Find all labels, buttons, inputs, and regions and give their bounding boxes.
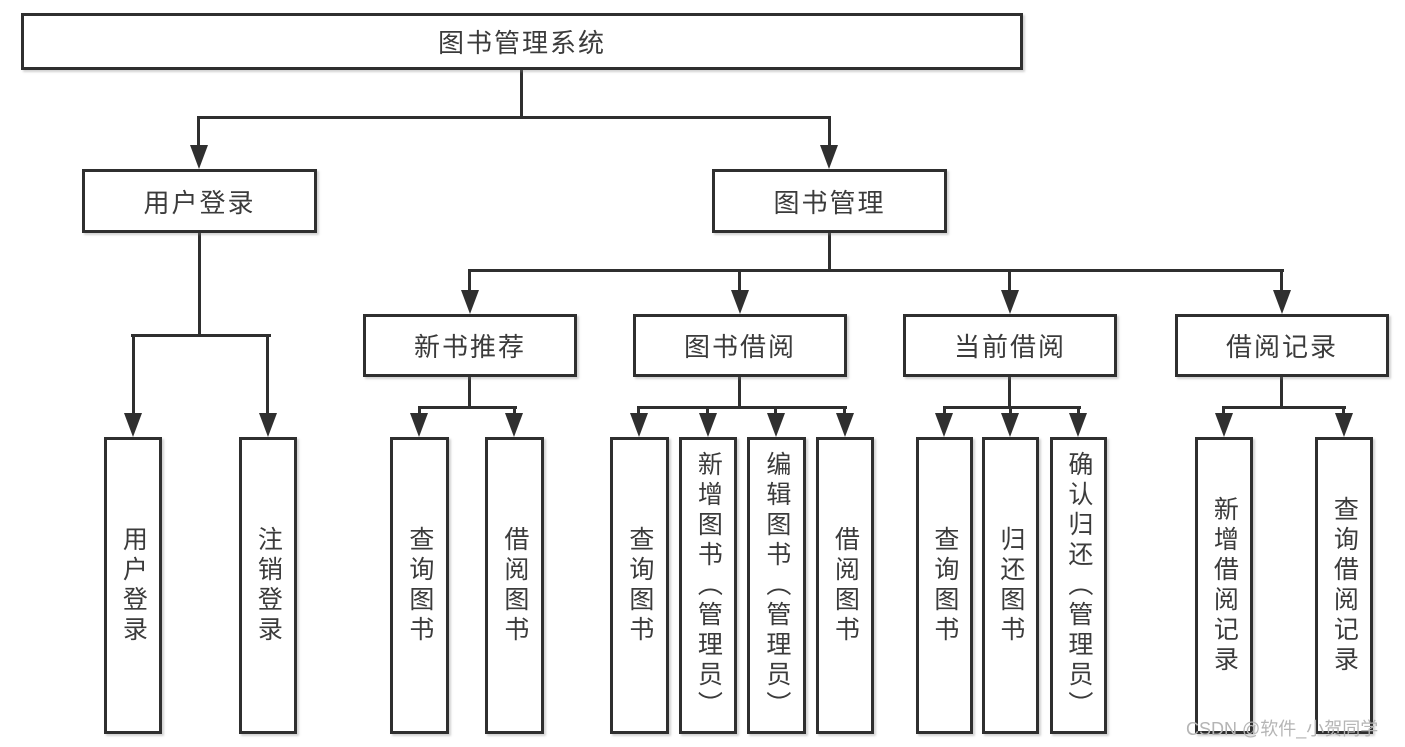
- connector-hline: [418, 406, 517, 409]
- connector-vline: [828, 116, 831, 146]
- connector-hline: [197, 116, 831, 119]
- leaf-query-borrow-record-label: 查询借阅记录: [1330, 495, 1359, 676]
- arrowhead: [1001, 290, 1019, 314]
- connector-vline: [738, 272, 741, 292]
- arrowhead: [124, 413, 142, 437]
- node-book-management: 图书管理: [712, 169, 947, 233]
- leaf-add-borrow-record: 新增借阅记录: [1195, 437, 1253, 734]
- leaf-borrow-book: 借阅图书: [816, 437, 874, 734]
- connector-vline: [1008, 272, 1011, 292]
- arrowhead: [1335, 413, 1353, 437]
- leaf-borrow-book-label: 借阅图书: [831, 525, 860, 646]
- arrowhead: [630, 413, 648, 437]
- arrowhead: [1215, 413, 1233, 437]
- node-borrow-record-label: 借阅记录: [1225, 332, 1338, 362]
- connector-vline: [266, 337, 269, 414]
- leaf-add-book-admin-label: 新增图书（管理员）: [694, 450, 723, 721]
- connector-hline: [1222, 406, 1346, 409]
- connector-vline: [1280, 377, 1283, 409]
- leaf-add-book-admin: 新增图书（管理员）: [679, 437, 737, 734]
- connector-hline: [468, 269, 1284, 272]
- node-user-login-label: 用户登录: [143, 187, 256, 218]
- arrowhead: [1273, 290, 1291, 314]
- arrowhead: [505, 413, 523, 437]
- leaf-logout-label: 注销登录: [254, 525, 283, 646]
- node-borrow-record: 借阅记录: [1175, 314, 1389, 377]
- connector-vline: [132, 337, 135, 414]
- arrowhead: [935, 413, 953, 437]
- arrowhead: [190, 145, 208, 169]
- connector-vline: [198, 233, 201, 337]
- leaf-user-login-label: 用户登录: [119, 525, 148, 646]
- node-root-label: 图书管理系统: [437, 28, 606, 58]
- leaf-logout: 注销登录: [239, 437, 297, 734]
- connector-hline: [131, 334, 271, 337]
- leaf-confirm-return-admin-label: 确认归还（管理员）: [1064, 450, 1093, 721]
- node-book-borrow-label: 图书借阅: [683, 332, 796, 362]
- leaf-confirm-return-admin: 确认归还（管理员）: [1050, 437, 1107, 734]
- arrowhead: [699, 413, 717, 437]
- connector-vline: [468, 272, 471, 292]
- leaf-query-book: 查询图书: [610, 437, 669, 734]
- connector-vline: [468, 377, 471, 409]
- leaf-add-borrow-record-label: 新增借阅记录: [1210, 495, 1239, 676]
- node-book-borrow: 图书借阅: [633, 314, 847, 377]
- connector-hline: [637, 406, 847, 409]
- leaf-borrow-book-recommend-label: 借阅图书: [500, 525, 529, 646]
- leaf-query-book-label: 查询图书: [625, 525, 654, 646]
- leaf-edit-book-admin: 编辑图书（管理员）: [747, 437, 806, 734]
- connector-vline: [1008, 377, 1011, 409]
- node-user-login: 用户登录: [82, 169, 317, 233]
- leaf-query-book-recommend: 查询图书: [390, 437, 449, 734]
- arrowhead: [767, 413, 785, 437]
- leaf-return-book: 归还图书: [982, 437, 1039, 734]
- node-current-borrow-label: 当前借阅: [953, 332, 1066, 362]
- leaf-borrow-book-recommend: 借阅图书: [485, 437, 544, 734]
- arrowhead: [836, 413, 854, 437]
- connector-vline: [197, 116, 200, 146]
- node-current-borrow: 当前借阅: [903, 314, 1117, 377]
- connector-vline: [1280, 272, 1283, 292]
- arrowhead: [820, 145, 838, 169]
- connector-hline: [943, 406, 1081, 409]
- arrowhead: [259, 413, 277, 437]
- node-root: 图书管理系统: [21, 13, 1023, 70]
- leaf-query-current-book: 查询图书: [916, 437, 973, 734]
- node-book-management-label: 图书管理: [773, 187, 886, 218]
- connector-vline: [828, 233, 831, 272]
- arrowhead: [1001, 413, 1019, 437]
- leaf-return-book-label: 归还图书: [996, 525, 1025, 646]
- leaf-edit-book-admin-label: 编辑图书（管理员）: [762, 450, 791, 721]
- leaf-query-current-book-label: 查询图书: [930, 525, 959, 646]
- node-new-book-recommend: 新书推荐: [363, 314, 577, 377]
- arrowhead: [1069, 413, 1087, 437]
- connector-vline: [520, 70, 523, 119]
- connector-vline: [738, 377, 741, 409]
- leaf-user-login: 用户登录: [104, 437, 162, 734]
- node-new-book-recommend-label: 新书推荐: [413, 332, 526, 362]
- leaf-query-borrow-record: 查询借阅记录: [1315, 437, 1373, 734]
- leaf-query-book-recommend-label: 查询图书: [405, 525, 434, 646]
- arrowhead: [731, 290, 749, 314]
- csdn-watermark: CSDN @软件_小贺同学: [1186, 719, 1379, 739]
- arrowhead: [461, 290, 479, 314]
- arrowhead: [410, 413, 428, 437]
